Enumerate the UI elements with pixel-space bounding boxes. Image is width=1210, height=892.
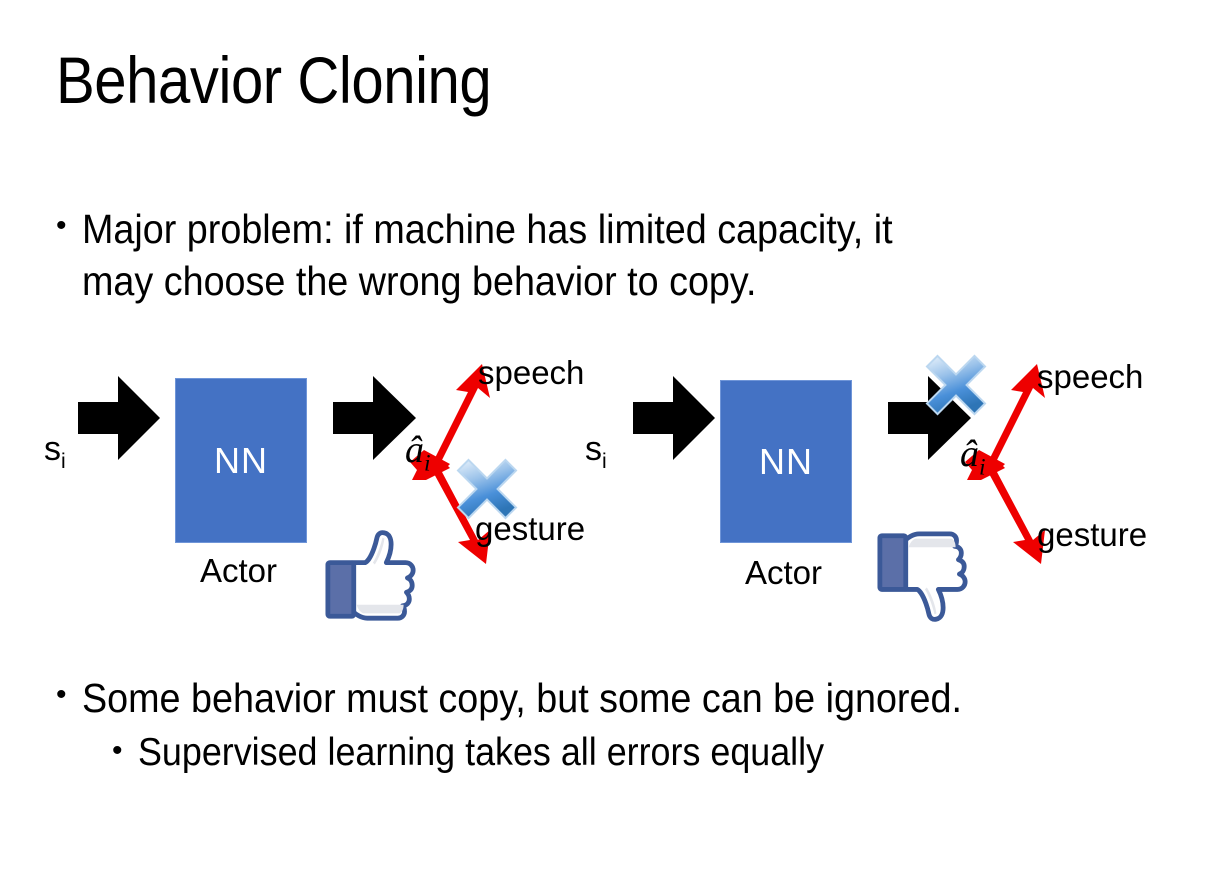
output-label-speech-left: speech [478,354,585,391]
red-arrow-speech-icon [967,364,1045,480]
output-label-gesture-right: gesture [1037,516,1148,553]
state-label-right: si [585,430,607,473]
diagram-right-vector-layer [633,364,1045,564]
input-arrow-icon [633,376,715,460]
state-label-left: si [44,430,66,473]
red-arrow-speech-icon [412,364,490,480]
bullet-sub-item: • Supervised learning takes all errors e… [112,728,1186,778]
thumbs-up-icon [323,530,419,622]
actor-caption-right: Actor [745,554,823,591]
diagram-correct-case: si NN [20,340,640,640]
nn-box-left: NN [175,378,307,543]
output-arrow-icon [333,376,416,460]
action-label-left: âi [405,429,431,477]
bullet-marker: • [56,209,67,242]
red-arrow-gesture-icon [965,450,1045,564]
page-title: Behavior Cloning [56,43,492,117]
bullet-sub-marker: • [112,734,123,768]
output-arrow-icon [888,376,971,460]
bullet-marker: • [56,678,67,711]
nn-label: NN [759,440,813,482]
bullet-bottom-text: Some behavior must copy, but some can be… [82,675,962,721]
bullet-top-line1: Major problem: if machine has limited ca… [82,206,893,252]
bullet-sub-text: Supervised learning takes all errors equ… [138,731,825,775]
output-label-speech-right: speech [1037,358,1144,395]
red-arrow-gesture-icon [410,450,490,564]
bullet-top-block: • Major problem: if machine has limited … [56,203,1156,308]
bullet-item: • Major problem: if machine has limited … [56,203,1156,255]
output-label-gesture-left: gesture [475,510,586,547]
bullet-bottom-block: • Some behavior must copy, but some can … [56,672,1186,778]
cross-out-icon-speech [923,352,989,418]
thumbs-down-icon [875,530,971,622]
cross-out-icon-gesture [454,456,520,522]
actor-caption-left: Actor [200,552,278,589]
input-arrow-icon [78,376,160,460]
nn-box-right: NN [720,380,852,543]
bullet-item-continuation: may choose the wrong behavior to copy. [56,255,1156,307]
bullet-top-line2: may choose the wrong behavior to copy. [82,258,757,305]
bullet-item: • Some behavior must copy, but some can … [56,672,1186,724]
diagram-wrong-case: si NN Actor âi [575,340,1195,640]
nn-label: NN [214,439,268,481]
diagram-left-vector-layer [78,364,490,564]
action-label-right: âi [960,433,986,481]
